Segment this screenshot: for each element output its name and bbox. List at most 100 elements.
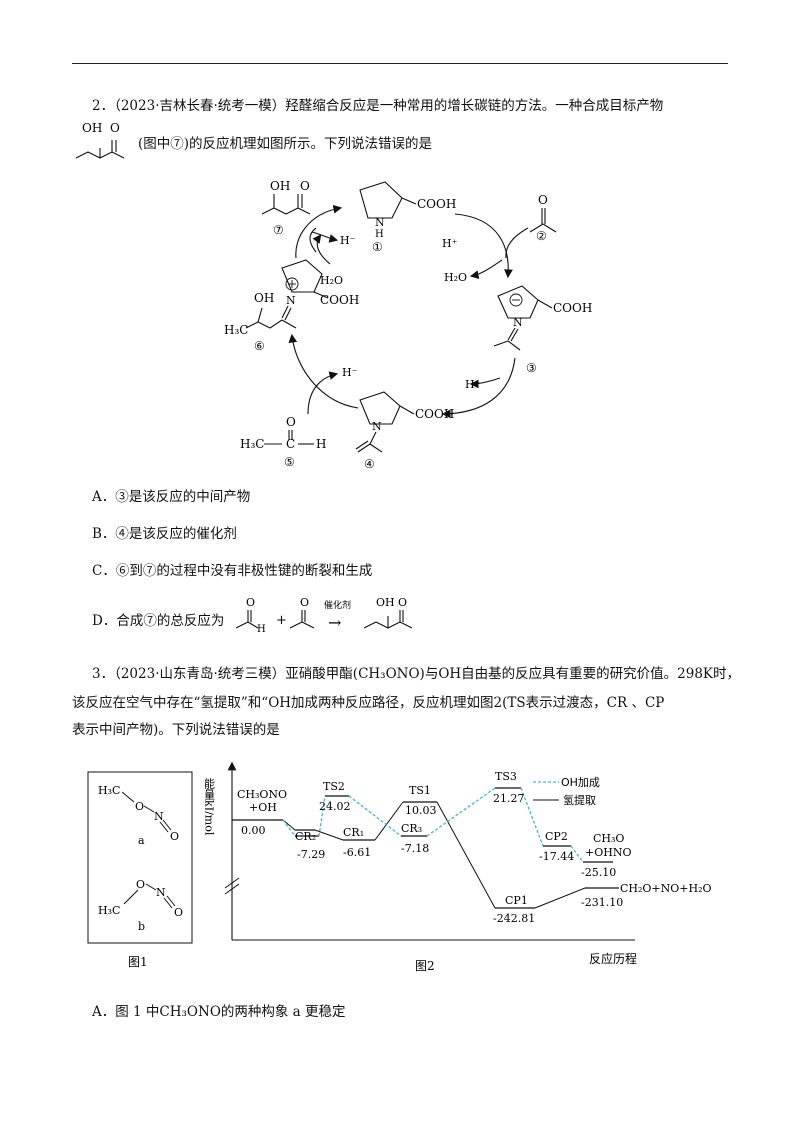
c1-n: N [375,216,385,229]
prod2-top: CH₃O [593,832,624,845]
c5-h: H [316,437,326,451]
lbl-cr3: CR₃ [401,822,422,835]
compound-2: O ② [529,193,557,243]
val-cr3: -7.18 [401,842,429,855]
eq-arrow: → [328,613,341,632]
fig1b-o2: O [174,906,183,919]
eq-catalyst: 催化剂 [324,599,351,611]
fig1a-n: N [154,810,164,823]
label-5: ⑤ [284,455,295,469]
val-cr2: -7.29 [297,848,325,861]
c6-h3c: H₃C [224,323,248,337]
q3-stem-line2: 该反应在空气中存在“氢提取”和“OH加成两种反应路径，反应机理如图2(TS表示过… [72,695,665,711]
compound-1: COOH N H ① [359,181,456,254]
c1-h: H [375,229,384,240]
q2-choice-b[interactable]: B．④是该反应的催化剂 [92,526,237,542]
fig1b-o: O [136,878,145,891]
val-ts2: 24.02 [319,800,351,813]
eq-ald-h: H [257,624,266,634]
q2-choice-d[interactable]: D．合成⑦的总反应为 [92,612,224,630]
compound-6: N COOH OH H₃C ⑥ [224,259,359,353]
prod2-bottom: +OHNO [585,846,631,859]
q2-source: （2023·吉林长春·统考一模） [114,98,286,114]
compound-5: O H₃C C H ⑤ [240,415,326,469]
q3-source: （2023·山东青岛·统考三模） [114,666,286,682]
q2-target-structure: OH O [75,121,125,159]
val-prod1: -231.10 [581,896,623,909]
fig1b-h3c: H₃C [98,904,120,917]
val-cp2: -17.44 [539,850,574,863]
fig1a-h3c: H₃C [98,784,120,797]
q2-stem-line1: 2．（2023·吉林长春·统考一模）羟醛缩合反应是一种常用的增长碳链的方法。一种… [92,97,663,115]
q3-choice-a[interactable]: A．图 1 中CH₃ONO的两种构象 a 更稳定 [92,1003,346,1021]
start-top: CH₃ONO [237,788,287,801]
top-rule [72,63,728,64]
label-3: ③ [526,361,537,375]
val-cr1: -6.61 [343,846,371,859]
lbl-ts3: TS3 [495,770,517,783]
val-ts3: 21.27 [493,792,525,805]
label-7: ⑦ [273,223,284,237]
c4-n: N [372,420,382,433]
fig1-label-b: b [138,920,145,933]
target-o: O [110,121,120,135]
compound-4: N COOH ④ [355,391,454,471]
fig1-label-a: a [138,834,145,847]
label-4: ④ [364,457,375,471]
q2-number: 2． [92,98,115,114]
c3-n: N [513,316,523,329]
fig2-ylabel: 能量kJ/mol [205,777,216,836]
c7-oh: OH [270,179,290,193]
val-prod2: -25.10 [581,866,616,879]
c6-cooh: COOH [320,293,359,307]
lbl-cr1: CR₁ [343,826,364,839]
q2-choice-c[interactable]: C．⑥到⑦的过程中没有非极性键的断裂和生成 [92,563,373,579]
fig1a-o2: O [170,830,179,843]
q2-stem-line2: (图中⑦)的反应机理如图所示。下列说法错误的是 [138,136,433,152]
q3-choice-a-formula: CH₃ONO [159,1004,221,1020]
top-right-h-plus: H⁺ [442,237,458,250]
eq-prod-o: O [398,596,407,609]
c5-h3c: H₃C [240,437,264,451]
label-2: ② [536,229,547,243]
q3-choice-a-post: 的两种构象 a 更稳定 [220,1004,346,1020]
eq-ald-o: O [246,596,255,609]
eq-ket-o: O [300,596,309,609]
legend-oh-add: OH加成 [561,776,600,789]
label-6: ⑥ [254,339,265,353]
top-right-h2o: H₂O [444,271,467,284]
target-oh: OH [82,121,102,135]
fig2-xlabel: 反应历程 [589,951,637,966]
lbl-ts2: TS2 [323,780,345,793]
c5-c: C [286,437,295,451]
q3-figure-2: 能量kJ/mol 反应历程 图2 OH加成 氢提取 CH₃ONO +OH 0.0… [205,761,712,973]
c6-n: N [286,294,296,307]
eq-prod-oh: OH [376,596,395,609]
c2-o: O [538,193,548,207]
q2-stem-text: 羟醛缩合反应是一种常用的增长碳链的方法。一种合成目标产物 [285,98,664,114]
fig2-caption: 图2 [415,959,435,973]
c1-cooh: COOH [417,197,456,211]
c4-cooh: COOH [415,407,454,421]
q3-figure-1: H₃C O N O a O N O H₃C b 图1 [87,771,193,969]
start-bottom: +OH [249,801,277,814]
q3-formula: CH₃ONO [358,666,420,682]
fig1a-o: O [135,800,144,813]
q3-stem-line1: 3．（2023·山东青岛·统考三模）亚硝酸甲酯(CH₃ONO)与OH自由基的反应… [92,665,740,683]
c5-o: O [286,415,296,429]
compound-3: N COOH ③ [493,285,592,375]
fig1-caption: 图1 [128,955,148,969]
q3-number: 3． [92,666,115,682]
q3-stem-a: 亚硝酸甲酯( [285,666,359,682]
val-start: 0.00 [241,824,266,837]
c6-oh: OH [254,291,274,305]
c3-cooh: COOH [553,301,592,315]
right-h-plus: H⁺ [465,378,481,391]
label-1: ① [372,240,383,254]
lbl-ts1: TS1 [409,784,431,797]
val-cp1: -242.81 [493,912,535,925]
q2-choice-a[interactable]: A．③是该反应的中间产物 [92,489,251,505]
q3-choice-a-pre: A．图 1 中 [92,1004,160,1020]
q2-choice-d-text: D．合成⑦的总反应为 [92,613,225,629]
compound-7: OH O ⑦ [261,179,311,237]
